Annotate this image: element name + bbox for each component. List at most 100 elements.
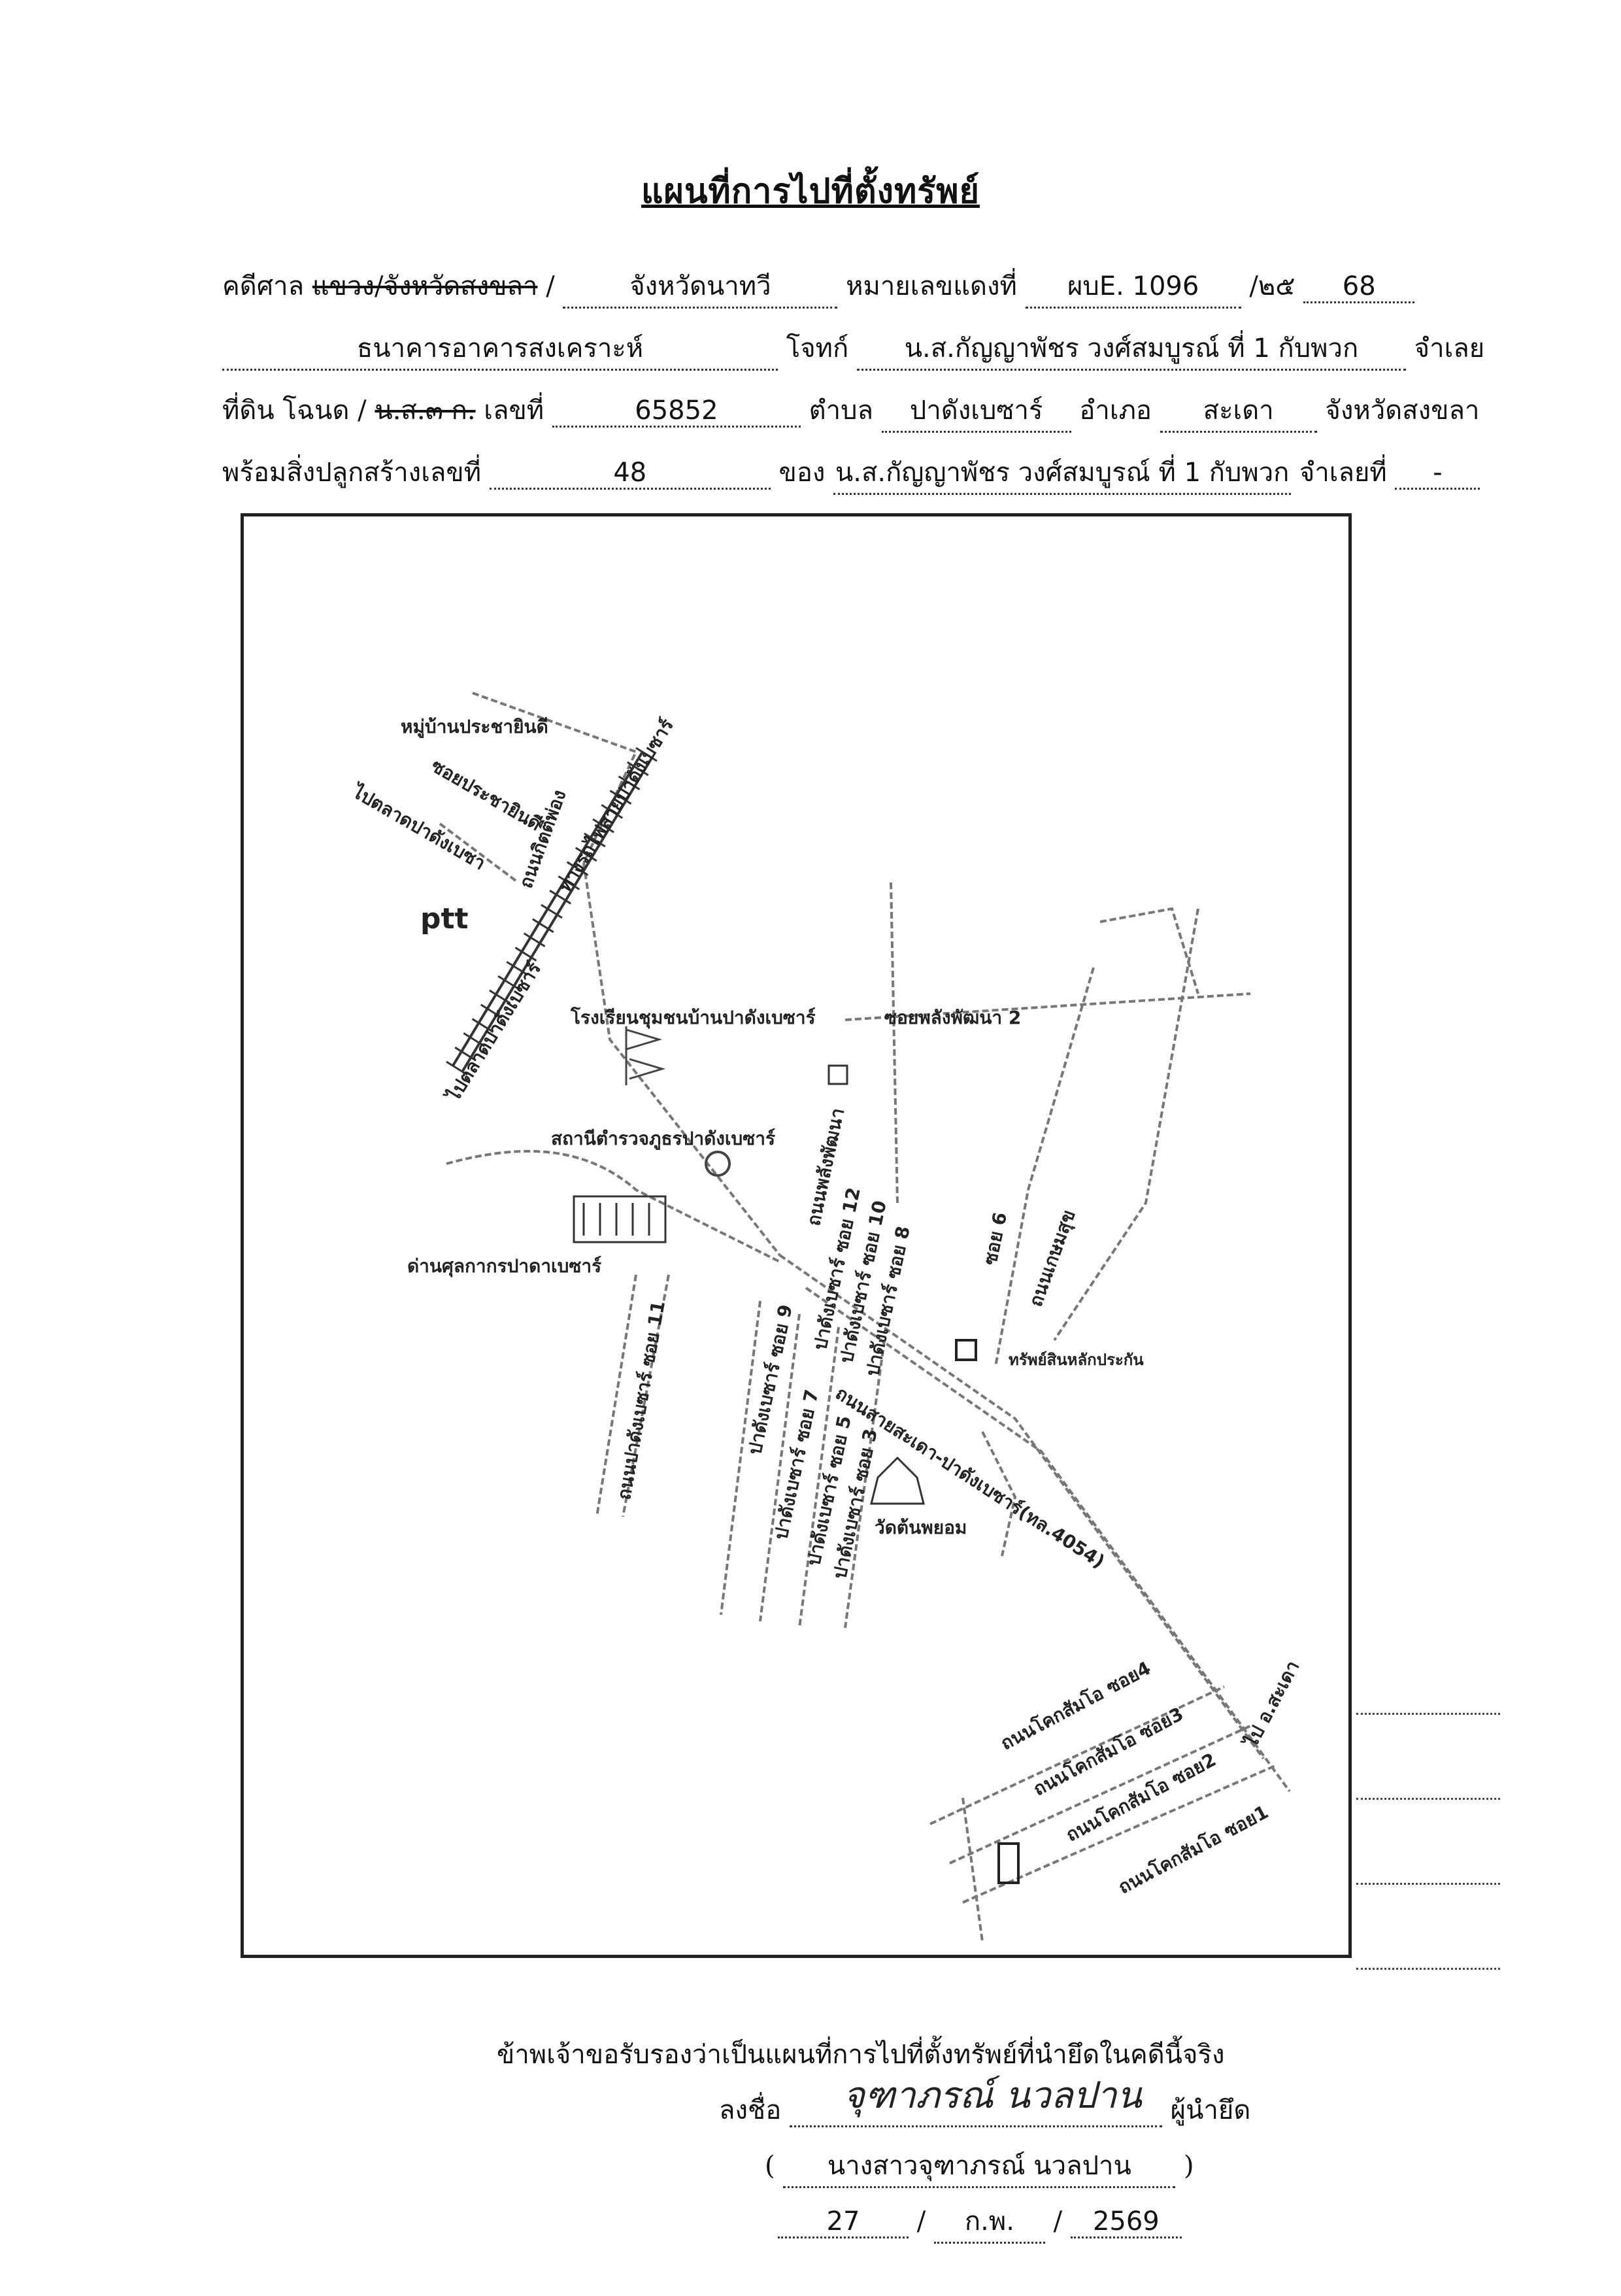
subdistrict-label: ตำบล [809,396,873,426]
slash: / [546,271,555,301]
road-kok-2 [962,1764,1277,1904]
railway-tie [454,1046,476,1062]
plaintiff-label: โจทก์ [786,333,849,363]
date-sep: / [1053,2206,1063,2237]
road-main-4054 [778,1254,1265,1760]
owner-label: ของ [778,458,826,488]
railway-tie [566,861,589,876]
deed-no-label: เลขที่ [484,396,544,426]
paren-open: ( [765,2151,775,2181]
road-village [472,692,638,864]
case-line-4: พร้อมสิ่งปลูกสร้างเลขที่ 48 ของ น.ส.กัญญ… [222,451,1503,495]
road-kitti [582,862,781,1257]
road-soi-11-b [622,1274,670,1517]
defendant-value: น.ส.กัญญาพัชร วงศ์สมบูรณ์ ที่ 1 กับพวก [856,327,1406,371]
dotted-line [1356,1883,1500,1885]
printed-name: นางสาวจุฑาภรณ์ นวลปาน [783,2144,1176,2188]
case-year-sep: /๒๕ [1249,271,1295,301]
label-property: ทรัพย์สินหลักประกัน [1009,1351,1144,1369]
signature-field [789,2095,1162,2127]
court-label: คดีศาล [222,271,305,301]
road-kok-4 [929,1685,1225,1825]
road-kok-west [961,1797,984,1942]
dotted-line [1356,1968,1500,1970]
railway-tie [497,975,520,990]
label-school: โรงเรียนชุมชนบ้านปาดังเบซาร์ [571,1007,816,1028]
railway-tie [463,1032,486,1047]
date-sep: / [916,2206,926,2237]
case-year: 68 [1303,271,1415,303]
province-value: จังหวัดสงขลา [1325,396,1480,426]
railway-tie [558,875,580,890]
railway-tie [601,804,624,819]
railway-tie [471,1018,494,1033]
railway-tie [592,818,614,834]
building-bottom-icon [997,1842,1020,1884]
railway-tie [480,1004,503,1019]
label-police: สถานีตำรวจภูธรปาดังเบซาร์ [551,1128,776,1149]
railway-tie [609,790,632,805]
railway-tie [541,903,563,919]
railway-tie [549,889,571,905]
plot-north [1099,907,1199,994]
railway-tie [489,989,511,1005]
case-line-3: ที่ดิน โฉนด / น.ส.๓ ก. เลขที่ 65852 ตำบล… [222,389,1503,433]
railway-tie [446,1060,468,1076]
road-east [1053,908,1199,1342]
road-soi-11 [595,1274,637,1517]
sign-label: ลงชื่อ [719,2095,782,2125]
building-label: พร้อมสิ่งปลูกสร้างเลขที่ [222,458,482,488]
case-number: ผบE. 1096 [1025,265,1241,309]
railway-tie [523,932,546,947]
building-icon [827,1064,848,1085]
date-day: 27 [778,2206,909,2238]
building-number: 48 [489,458,771,490]
case-line-2: ธนาคารอาคารสงเคราะห์ โจทก์ น.ส.กัญญาพัชร… [222,327,1503,371]
date-year: 2569 [1070,2206,1182,2238]
case-line-1: คดีศาล แขวง/จังหวัดสงขลา / จังหวัดนาทวี … [222,265,1503,309]
dotted-line [1356,1713,1500,1715]
road-soi-7 [759,1313,801,1622]
court-struck: แขวง/จังหวัดสงขลา [312,271,538,301]
railway-tie [627,761,649,777]
handwritten-signature: จุฑาภรณ์ นวลปาน [843,2074,1142,2117]
road-soi-5 [798,1326,840,1629]
railway-tie [514,947,537,962]
police-station-icon [705,1151,731,1177]
road-main-4054-b [805,1287,1291,1793]
page-title: แผนที่การไปที่ตั้งทรัพย์ [641,171,980,211]
railway-tie [532,918,554,934]
district-value: สะเดา [1160,389,1317,433]
ptt-logo: ptt [420,902,469,936]
road-kok-3 [949,1725,1251,1865]
location-map: หมู่บ้านประชายินดี ซอยประชายินดี ไปตลาดป… [241,513,1352,1958]
defendant-no-value: - [1395,458,1480,490]
deed-number: 65852 [552,396,801,428]
railway-tie [575,847,597,862]
role-label: ผู้นำยึด [1170,2095,1251,2125]
land-label: ที่ดิน โฉนด / [222,396,367,426]
date-line: 27 / ก.พ. / 2569 [778,2200,1182,2244]
defendant-label: จำเลย [1414,333,1485,363]
railway-tie [506,961,529,976]
property-marker-icon [955,1339,977,1361]
printed-name-line: ( นางสาวจุฑาภรณ์ นวลปาน ) [765,2144,1194,2188]
road-soi-9 [720,1300,761,1615]
label-soi-palang-2: ซอยพลังพัฒนา 2 [884,1007,1022,1028]
map-drawing [439,692,1291,1942]
label-temple: วัดต้นพยอม [875,1517,967,1538]
school-flag-icon [625,1026,666,1085]
railway-tie [618,775,641,790]
road-palang-north [890,882,899,1204]
road-west [446,1149,780,1263]
district-label: อำเภอ [1079,396,1152,426]
court-value: จังหวัดนาทวี [563,265,838,309]
case-label: หมายเลขแดงที่ [846,271,1017,301]
certification-statement: ข้าพเจ้าขอรับรองว่าเป็นแผนที่การไปที่ตั้… [497,2040,1225,2070]
road-market [439,822,520,884]
temple-icon [870,1456,925,1505]
subdistrict-value: ปาดังเบซาร์ [881,389,1071,433]
railway-tie [584,832,606,848]
defendant-no-label: จำเลยที่ [1299,458,1387,488]
label-village: หมู่บ้านประชายินดี [401,716,548,737]
